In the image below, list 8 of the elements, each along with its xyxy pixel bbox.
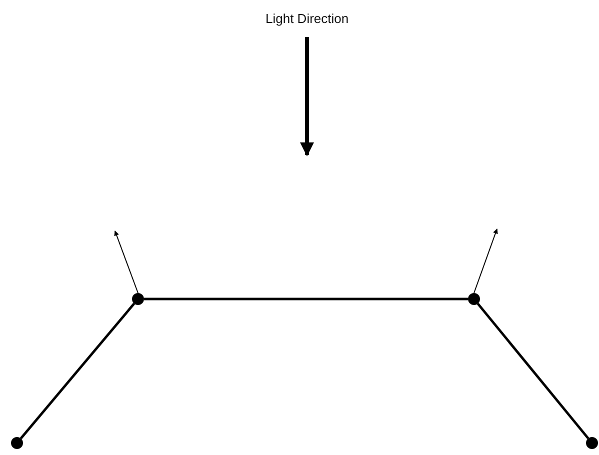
vertex-dot	[586, 437, 598, 449]
line-segment	[476, 302, 590, 440]
vertex-dot	[132, 293, 144, 305]
direction-label: Light Direction	[266, 10, 349, 26]
vertex-dot	[11, 437, 23, 449]
line-segment	[20, 302, 136, 440]
vertex-dot	[468, 293, 480, 305]
line-segment	[144, 298, 468, 300]
